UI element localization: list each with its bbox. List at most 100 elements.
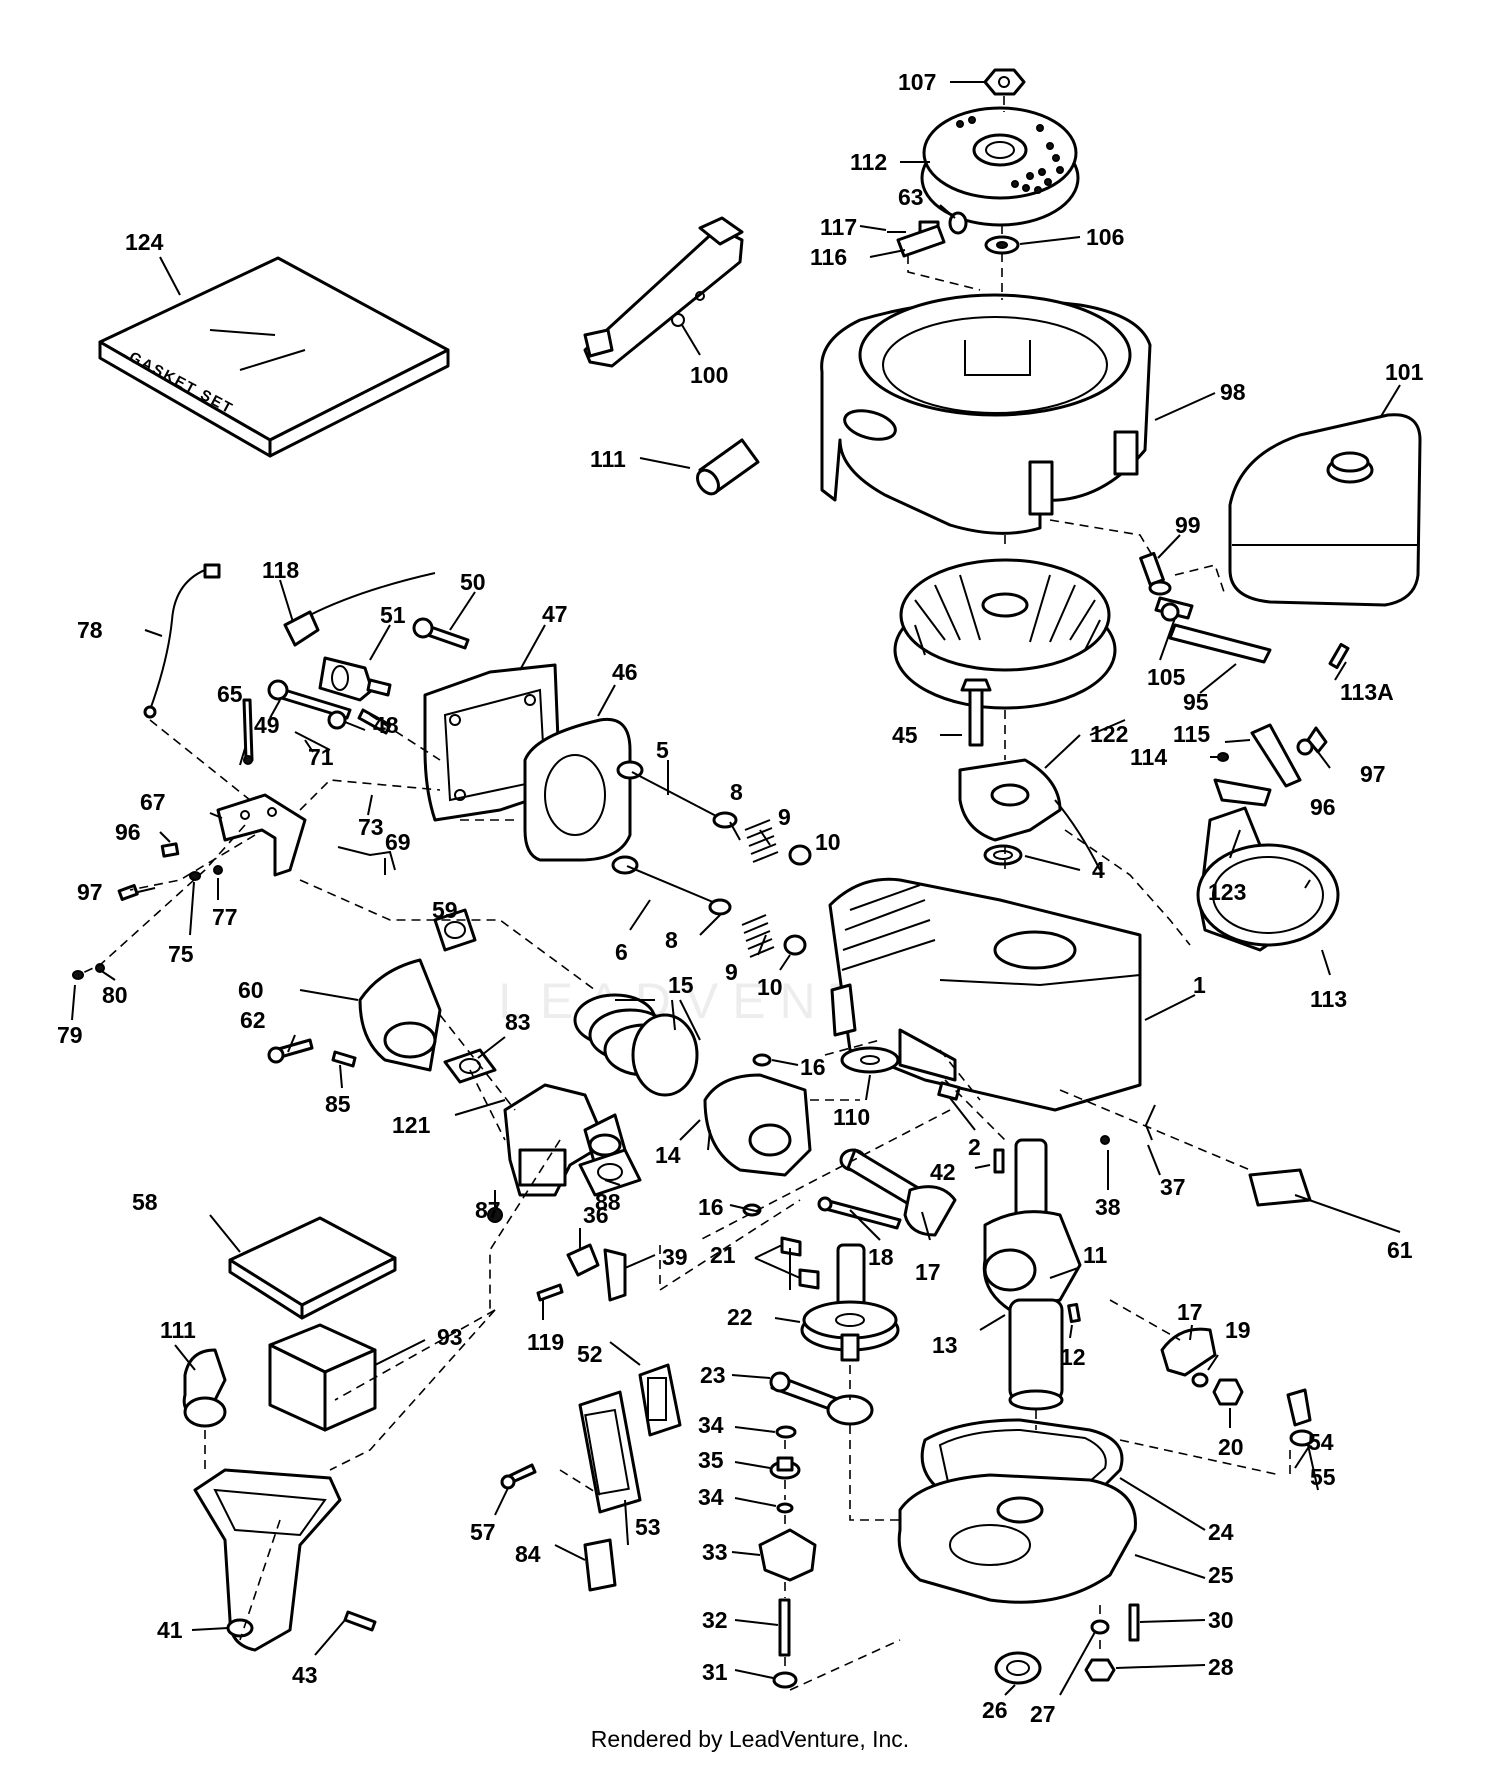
- callout-60: 60: [238, 977, 264, 1003]
- rod-cap: [1160, 1327, 1244, 1406]
- carb-gasket: [578, 1148, 642, 1197]
- callout-16-lower: 16: [698, 1194, 724, 1220]
- callout-96-left: 96: [115, 819, 141, 845]
- callout-35: 35: [698, 1447, 724, 1473]
- head-gasket: [523, 717, 632, 862]
- leader-lines: [71, 81, 1401, 1696]
- fuel-tank: [1228, 413, 1422, 607]
- callout-20: 20: [1218, 1434, 1244, 1460]
- callout-118: 118: [262, 557, 299, 583]
- callout-85: 85: [325, 1091, 351, 1117]
- callout-34-lower: 34: [698, 1484, 724, 1510]
- callout-75: 75: [168, 941, 194, 967]
- callout-124: 124: [125, 229, 164, 255]
- piston-rings: [573, 993, 699, 1097]
- valves: [611, 760, 721, 906]
- callout-54: 54: [1308, 1429, 1334, 1455]
- callout-5: 5: [656, 737, 669, 763]
- callout-17-lower: 17: [1177, 1299, 1203, 1325]
- callout-111-lower: 111: [160, 1317, 196, 1343]
- tube-upper: [696, 438, 760, 496]
- footer-credit: Rendered by LeadVenture, Inc.: [590, 1726, 910, 1752]
- callout-96-right: 96: [1310, 794, 1336, 820]
- callout-14: 14: [655, 1142, 681, 1168]
- piston: [703, 1053, 812, 1217]
- cable-clamp: [536, 1243, 627, 1302]
- oil-fill-plug: [1286, 1388, 1315, 1447]
- callout-100: 100: [690, 362, 728, 388]
- brake-linkage: [1217, 642, 1350, 788]
- bolt-99: [1139, 551, 1172, 596]
- callout-6: 6: [615, 939, 628, 965]
- callout-107: 107: [898, 69, 936, 95]
- callout-123: 123: [1208, 879, 1246, 905]
- callout-24: 24: [1208, 1519, 1234, 1545]
- pin-95: [1154, 596, 1272, 664]
- block-small-parts: [840, 1046, 1156, 1145]
- callout-78: 78: [77, 617, 103, 643]
- callout-48: 48: [373, 712, 399, 738]
- air-filter-cover: [228, 1216, 397, 1320]
- callout-27: 27: [1030, 1701, 1056, 1727]
- callout-43: 43: [292, 1662, 318, 1688]
- screen-bracket-parts: [887, 211, 968, 258]
- callout-61: 61: [1387, 1237, 1413, 1263]
- callout-30: 30: [1208, 1607, 1234, 1633]
- callout-73: 73: [358, 814, 384, 840]
- callout-95: 95: [1183, 689, 1209, 715]
- tappets: [780, 1236, 820, 1290]
- callout-18: 18: [868, 1244, 894, 1270]
- callout-93: 93: [437, 1324, 463, 1350]
- callout-42: 42: [930, 1159, 956, 1185]
- callout-80: 80: [102, 982, 128, 1008]
- label-61: [1248, 1168, 1312, 1207]
- callout-33: 33: [702, 1539, 728, 1565]
- callout-26: 26: [982, 1697, 1008, 1723]
- gasket-set-box: GASKET SET: [98, 256, 450, 458]
- callout-88: 88: [595, 1189, 621, 1215]
- ignition-module: [958, 678, 1101, 871]
- camshaft: [800, 1243, 900, 1362]
- callout-10-lower: 10: [757, 974, 783, 1000]
- spark-plug-boot: [283, 572, 436, 647]
- breather: [500, 1363, 682, 1592]
- callout-101: 101: [1385, 359, 1424, 385]
- callout-57: 57: [470, 1519, 496, 1545]
- callout-69: 69: [385, 829, 411, 855]
- callout-119: 119: [527, 1329, 564, 1355]
- callout-32: 32: [702, 1607, 728, 1633]
- rewind-starter: [1196, 778, 1340, 952]
- callout-116: 116: [810, 244, 847, 270]
- callout-16-upper: 16: [800, 1054, 826, 1080]
- callout-83: 83: [505, 1009, 531, 1035]
- flywheel: [893, 558, 1117, 710]
- callout-122: 122: [1090, 721, 1128, 747]
- screen-washer: [984, 235, 1020, 255]
- control-bracket: [583, 216, 744, 368]
- callout-98: 98: [1220, 379, 1246, 405]
- callout-79: 79: [57, 1022, 83, 1048]
- oil-arm: [769, 1371, 874, 1426]
- callout-97-left: 97: [77, 879, 103, 905]
- callout-113A: 113A: [1340, 679, 1394, 705]
- control-plate: [216, 698, 307, 877]
- callout-117: 117: [820, 214, 857, 240]
- callout-9-lower: 9: [725, 959, 738, 985]
- callout-71: 71: [308, 744, 334, 770]
- callout-34-upper: 34: [698, 1412, 724, 1438]
- callout-38: 38: [1095, 1194, 1121, 1220]
- cylinder-block: [828, 877, 1142, 1112]
- callout-58: 58: [132, 1189, 158, 1215]
- callout-113: 113: [1310, 986, 1347, 1012]
- oil-seal-4: [983, 844, 1023, 866]
- callout-51: 51: [380, 602, 406, 628]
- callout-15: 15: [668, 972, 694, 998]
- callout-13: 13: [932, 1332, 958, 1358]
- callout-2: 2: [968, 1134, 981, 1160]
- callout-50: 50: [460, 569, 486, 595]
- callout-11: 11: [1083, 1242, 1108, 1268]
- callout-25: 25: [1208, 1562, 1234, 1588]
- governor-stack: [758, 1425, 817, 1689]
- governor-spring-link: [294, 708, 396, 871]
